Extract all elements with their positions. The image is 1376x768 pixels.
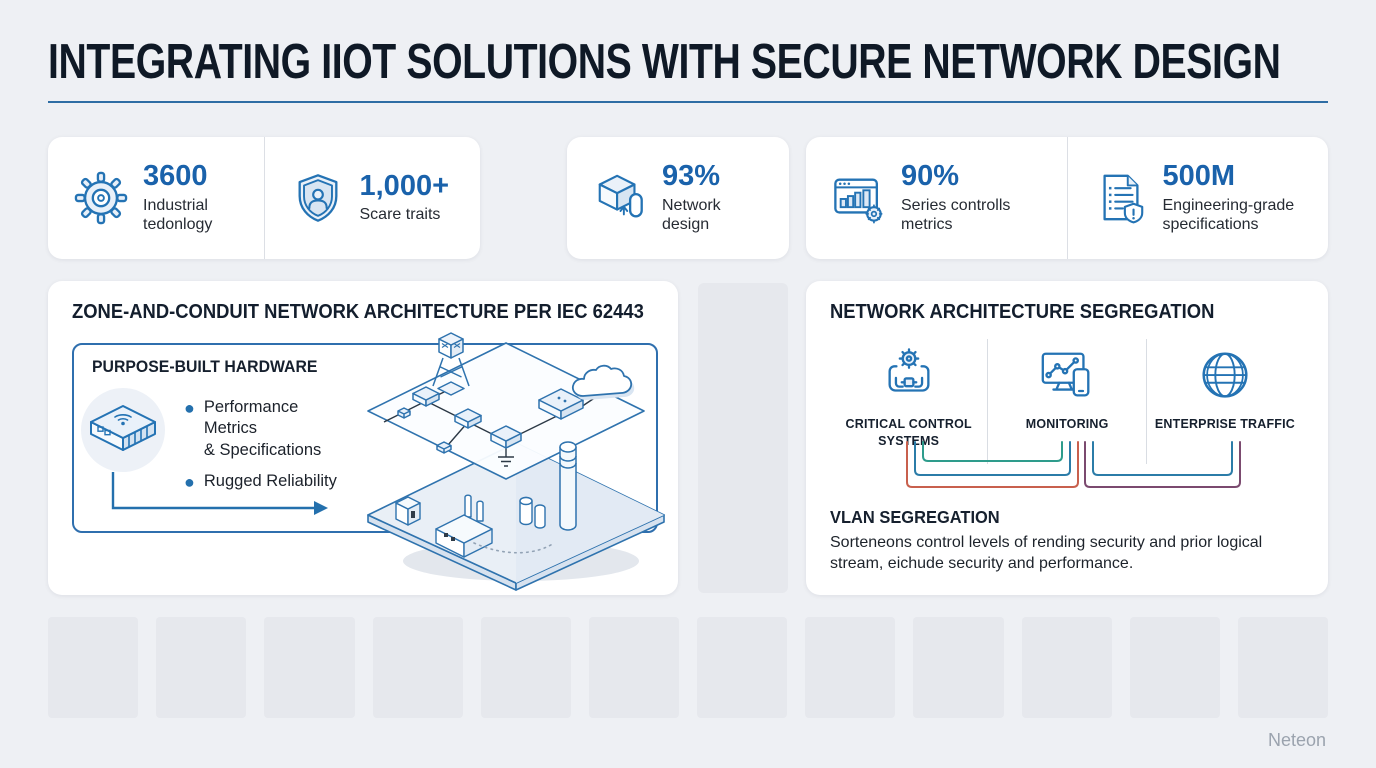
column-label: ENTERPRISE TRAFFIC [1155, 416, 1296, 431]
segregation-heading: NETWORK ARCHITECTURE SEGREGATION [830, 301, 1215, 323]
control-systems-icon [888, 348, 930, 392]
stat-value: 1,000+ [359, 170, 450, 203]
stats-card-network: 93% Network design [567, 137, 789, 259]
placeholder-box [697, 617, 788, 718]
vlan-brackets [906, 441, 1241, 488]
zone-conduit-heading: ZONE-AND-CONDUIT NETWORK ARCHITECTURE PE… [72, 301, 644, 323]
title-underline [48, 101, 1328, 103]
vlan-bracket-blue-right [1092, 441, 1233, 476]
stat-network: 93% Network design [567, 137, 789, 259]
brand-watermark: Neteon [1267, 730, 1326, 750]
column-label: MONITORING [1025, 416, 1109, 431]
vlan-bracket-red [906, 441, 1079, 488]
gear-icon [74, 171, 128, 225]
segregation-panel: NETWORK ARCHITECTURE SEGREGATION CR [806, 281, 1328, 595]
stats-card-industrial: 3600 Industrial tedonlogy 1,000+ Scare t… [48, 137, 480, 259]
placeholder-box [1129, 617, 1220, 718]
stat-industrial: 3600 Industrial tedonlogy [48, 137, 264, 259]
vlan-heading: VLAN SEGREGATION [830, 507, 1000, 527]
bullet-item: ● Performance Metrics & Specifications [184, 397, 374, 461]
stat-value: 3600 [143, 160, 208, 193]
stat-label: Network design [662, 196, 721, 234]
flow-arrow [111, 472, 328, 515]
stat-label: Scare traits [359, 206, 441, 224]
placeholder-strip [698, 283, 788, 593]
vlan-bracket-blue-left [914, 441, 1071, 476]
page-title: INTEGRATING IIOT SOLUTIONS WITH SECURE N… [48, 35, 1281, 89]
column-monitoring: MONITORING [987, 339, 1145, 464]
stat-label: Engineering-grade specifications [1162, 196, 1295, 234]
vlan-bracket-purple [1084, 441, 1241, 488]
stat-label: Series controlls metrics [901, 196, 1011, 234]
purpose-built-hardware-box [72, 343, 658, 533]
bullet-text: Performance Metrics & Specifications [203, 398, 322, 459]
isometric-network-diagram [367, 332, 665, 591]
column-critical-control: CRITICAL CONTROL SYSTEMS [830, 339, 987, 464]
bullet-dot: ● [184, 472, 195, 493]
placeholder-box [264, 617, 355, 718]
column-enterprise: ENTERPRISE TRAFFIC [1145, 339, 1304, 464]
hardware-box-heading: PURPOSE-BUILT HARDWARE [92, 357, 318, 376]
stat-scare: 1,000+ Scare traits [263, 137, 481, 259]
stat-value: 93% [662, 160, 721, 193]
stat-label: Industrial tedonlogy [143, 196, 213, 234]
globe-icon [1202, 352, 1248, 398]
placeholder-row [48, 617, 1329, 718]
stat-value: 90% [901, 160, 960, 193]
vlan-body: Sorteneons control levels of rending sec… [830, 534, 1263, 572]
placeholder-box [1237, 617, 1329, 718]
placeholder-box [372, 617, 463, 718]
bullet-dot: ● [184, 398, 195, 418]
bullet-text: Rugged Reliability [203, 472, 337, 491]
dashboard-gear-icon [834, 178, 883, 224]
placeholder-box [805, 617, 896, 718]
placeholder-box [913, 617, 1004, 718]
stat-engineering: 500M Engineering-grade specifications [1066, 137, 1329, 259]
stat-value: 500M [1162, 160, 1236, 193]
vlan-bracket-teal [922, 441, 1063, 462]
placeholder-box [588, 617, 680, 718]
stats-card-metrics: 90% Series controlls metrics [806, 137, 1328, 259]
bullet-item: ● Rugged Reliability [184, 471, 374, 494]
placeholder-box [1021, 617, 1112, 718]
hardware-bullet-list: ● Performance Metrics & Specifications ●… [184, 397, 374, 494]
cube-icon [598, 174, 643, 218]
segregation-columns: CRITICAL CONTROL SYSTEMS [830, 339, 1304, 464]
placeholder-box [480, 617, 571, 718]
document-shield-icon [1102, 174, 1143, 224]
industrial-router-icon [81, 388, 165, 472]
placeholder-box [156, 617, 247, 718]
monitoring-icon [1041, 352, 1090, 397]
shield-user-icon [298, 174, 337, 222]
stat-series: 90% Series controlls metrics [806, 137, 1067, 259]
placeholder-box [48, 617, 139, 718]
zone-conduit-panel: ZONE-AND-CONDUIT NETWORK ARCHITECTURE PE… [48, 281, 678, 595]
